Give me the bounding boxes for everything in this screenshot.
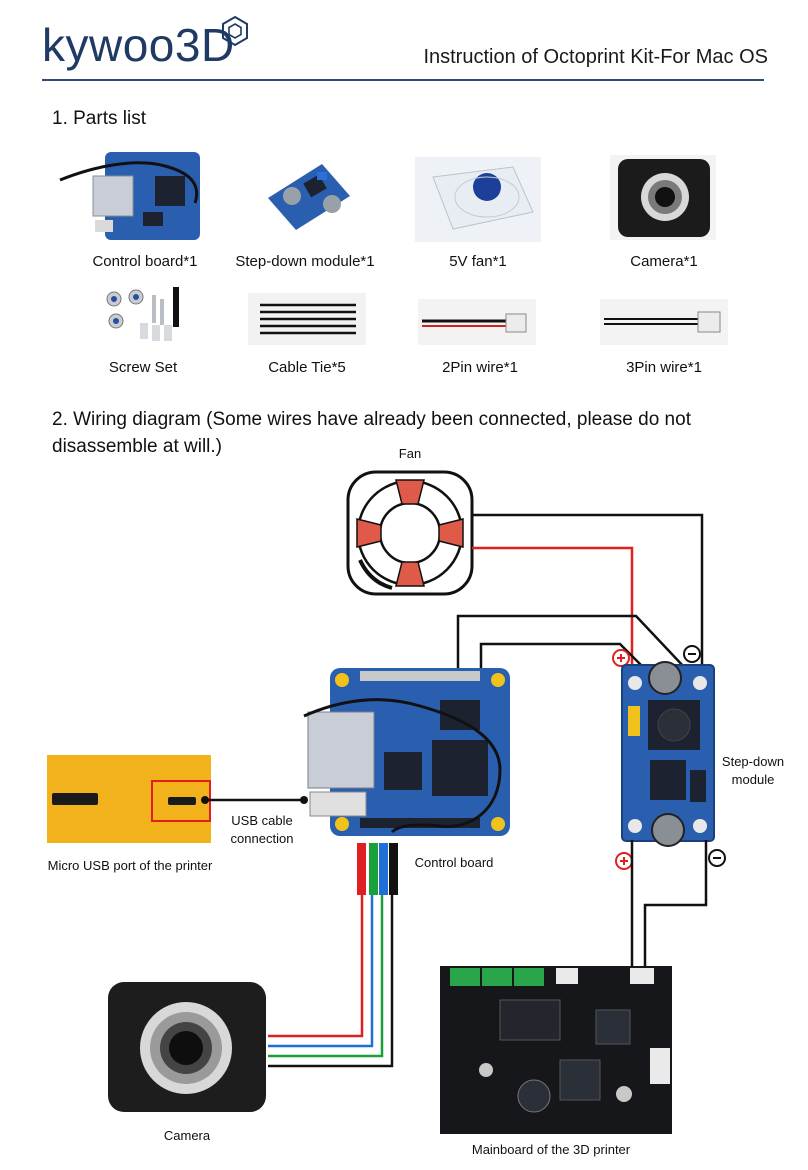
logo-cube-icon bbox=[222, 15, 248, 47]
diagram-control-board bbox=[303, 668, 510, 836]
plus-icon bbox=[612, 649, 630, 667]
parts-label-fan: 5V fan*1 bbox=[449, 253, 507, 270]
control-board-image bbox=[59, 152, 200, 240]
diagram-step-down-module bbox=[621, 661, 715, 847]
document-title: Instruction of Octoprint Kit-For Mac OS bbox=[423, 46, 768, 68]
label-camera: Camera bbox=[164, 1128, 211, 1143]
wiring-heading: 2. Wiring diagram (Some wires have alrea… bbox=[52, 406, 772, 460]
diagram-fan bbox=[346, 470, 474, 596]
parts-label-2pin-wire: 2Pin wire*1 bbox=[442, 359, 518, 376]
diagram-mainboard bbox=[440, 966, 672, 1134]
cable-tie-image bbox=[248, 293, 366, 345]
parts-label-camera: Camera*1 bbox=[630, 253, 698, 270]
brand-logo: kywoo3D bbox=[42, 22, 235, 68]
plus-icon bbox=[615, 852, 633, 870]
3pin-wire-image bbox=[600, 299, 728, 345]
label-fan: Fan bbox=[399, 446, 421, 461]
camera-wire-bundle bbox=[268, 843, 398, 1068]
logo-text: kywoo3D bbox=[42, 19, 235, 71]
label-micro-usb: Micro USB port of the printer bbox=[48, 858, 213, 873]
parts-label-cable-tie: Cable Tie*5 bbox=[268, 359, 346, 376]
screw-set-image bbox=[106, 287, 179, 341]
label-control-board: Control board bbox=[415, 855, 494, 870]
wiring-heading-line2: disassemble at will.) bbox=[52, 436, 222, 457]
2pin-wire-image bbox=[418, 299, 536, 345]
label-step-down-line2: module bbox=[732, 772, 775, 787]
parts-label-screw-set: Screw Set bbox=[108, 359, 178, 376]
minus-icon bbox=[708, 849, 726, 867]
camera-image bbox=[610, 155, 716, 240]
step-down-module-image bbox=[268, 164, 350, 230]
fan-image bbox=[415, 157, 541, 242]
label-step-down-line1: Step-down bbox=[722, 754, 784, 769]
parts-heading: 1. Parts list bbox=[52, 108, 146, 129]
minus-icon bbox=[683, 645, 701, 663]
label-usb-cable-line2: connection bbox=[231, 831, 294, 846]
diagram-camera bbox=[108, 982, 266, 1112]
diagram-printer-usb-panel bbox=[47, 755, 211, 843]
header-divider bbox=[42, 79, 764, 81]
wiring-diagram: Fan Step-down module USB cable connectio… bbox=[47, 446, 784, 1157]
label-usb-cable-line1: USB cable bbox=[231, 813, 292, 828]
parts-label-control-board: Control board*1 bbox=[92, 253, 198, 270]
label-mainboard: Mainboard of the 3D printer bbox=[472, 1142, 631, 1157]
parts-label-3pin-wire: 3Pin wire*1 bbox=[626, 359, 702, 376]
parts-label-step-down: Step-down module*1 bbox=[235, 253, 375, 270]
wiring-heading-line1: 2. Wiring diagram (Some wires have alrea… bbox=[52, 409, 691, 430]
